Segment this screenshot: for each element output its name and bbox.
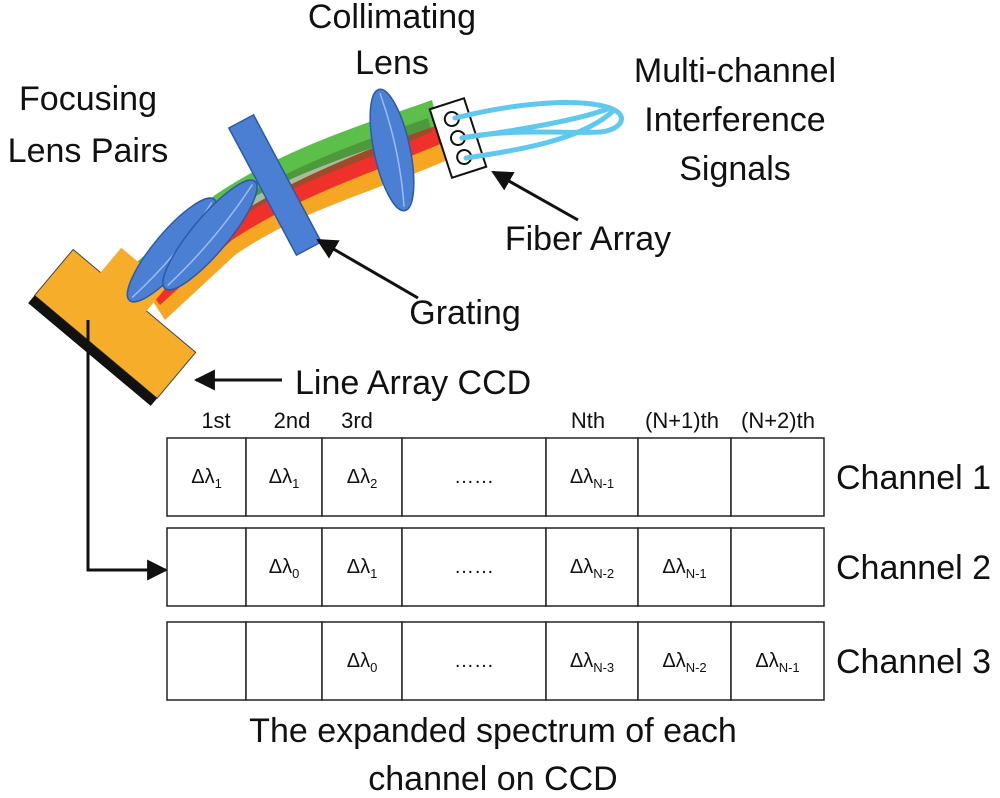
table-cell: [166, 527, 247, 607]
table-cell: [321, 437, 403, 517]
column-header: 2nd: [274, 408, 311, 433]
focusing-lens-pairs: [126, 179, 258, 303]
line-array-ccd-label: Line Array CCD: [295, 364, 531, 402]
table-cell: [166, 437, 247, 517]
column-header: 3rd: [341, 408, 373, 433]
cell-value: ΔλN-1: [662, 556, 706, 581]
table-cell: [401, 437, 547, 517]
focusing-lens-label-line1: Focusing: [19, 80, 157, 118]
grating: [227, 113, 323, 257]
table-cell: [730, 621, 825, 701]
ccd-sensor-strip: [28, 295, 158, 406]
channel-row: Δλ1 Δλ1 Δλ2 …… ΔλN-1 Channel 1: [166, 437, 991, 517]
signals-label-line3: Signals: [679, 150, 791, 188]
cell-value: Δλ2: [347, 466, 378, 491]
cell-value: ……: [454, 650, 494, 672]
channel-label: Channel 2: [836, 549, 991, 587]
table-cell: [245, 437, 323, 517]
channel-label: Channel 3: [836, 643, 991, 681]
caption-line2: channel on CCD: [368, 760, 617, 798]
table-cell: [401, 621, 547, 701]
column-header: Nth: [571, 408, 605, 433]
beam-orange: [152, 130, 452, 320]
table-cell: [545, 527, 639, 607]
cell-value: Δλ0: [347, 650, 378, 675]
beam-red: [150, 122, 445, 305]
collimating-lens-label-line2: Lens: [355, 44, 429, 82]
cell-value: ……: [454, 556, 494, 578]
grating-label: Grating: [409, 294, 521, 332]
column-header: (N+1)th: [645, 408, 719, 433]
column-header: 1st: [201, 408, 230, 433]
table-cell: [321, 527, 403, 607]
table-cell: [321, 621, 403, 701]
fiber-array-label: Fiber Array: [505, 220, 671, 258]
optical-fibers: [452, 100, 624, 161]
table-cell: [245, 621, 323, 701]
column-header: (N+2)th: [741, 408, 815, 433]
collimating-lens: [369, 88, 415, 212]
channel-row: Δλ0 Δλ1 …… ΔλN-2 ΔλN-1 Channel 2: [166, 527, 991, 607]
cell-value: ……: [454, 466, 494, 488]
collimating-lens-label-line1: Collimating: [308, 0, 476, 36]
table-cell: [166, 621, 247, 701]
cell-value: ΔλN-3: [570, 650, 614, 675]
table-cell: [401, 527, 547, 607]
signals-label-line2: Interference: [644, 101, 825, 139]
grating-arrow: [316, 238, 419, 300]
caption-line1: The expanded spectrum of each: [249, 712, 737, 750]
cell-value: ΔλN-2: [662, 650, 706, 675]
column-headers: 1st 2nd 3rd Nth (N+1)th (N+2)th: [201, 408, 815, 433]
table-cell: [545, 621, 639, 701]
cell-value: Δλ1: [269, 466, 300, 491]
cell-value: ΔλN-1: [570, 466, 614, 491]
cell-value: Δλ0: [269, 556, 300, 581]
table-cell: [730, 437, 825, 517]
table-cell: [545, 437, 639, 517]
signals-label-line1: Multi-channel: [634, 52, 836, 90]
channel-row: Δλ0 …… ΔλN-3 ΔλN-2 ΔλN-1 Channel 3: [166, 621, 991, 701]
cell-value: ΔλN-2: [570, 556, 614, 581]
table-cell: [637, 437, 732, 517]
cell-value: ΔλN-1: [755, 650, 799, 675]
ccd-to-table-connector: [86, 320, 169, 581]
table-cell: [637, 621, 732, 701]
table-cell: [730, 527, 825, 607]
cell-value: Δλ1: [347, 556, 378, 581]
fiber-array-arrow: [491, 170, 579, 222]
focusing-lens-label-line2: Lens Pairs: [8, 132, 169, 170]
channel-label: Channel 1: [836, 459, 991, 497]
cell-value: Δλ1: [191, 466, 222, 491]
